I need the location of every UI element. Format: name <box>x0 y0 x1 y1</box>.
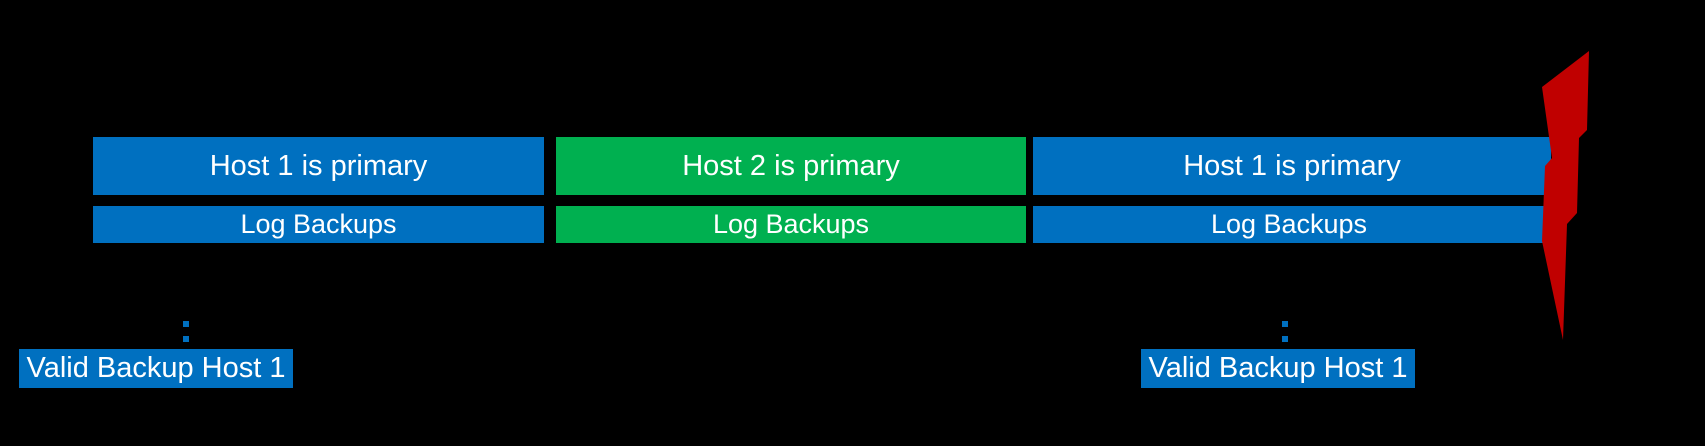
dotted-connector-dot <box>183 321 189 327</box>
dotted-connector-dot <box>183 336 189 342</box>
log-backups-label: Log Backups <box>240 209 397 239</box>
dotted-connector-dot <box>1282 336 1288 342</box>
valid-backup-label-first: Valid Backup Host 1 <box>19 349 293 388</box>
log-backups-segment-first: Log Backups <box>93 206 544 243</box>
lightning-bolt-shape <box>1542 51 1589 340</box>
primary-segment-label: Host 2 is primary <box>682 149 900 182</box>
log-backups-segment-third: Log Backups <box>1033 206 1545 243</box>
valid-backup-label-second: Valid Backup Host 1 <box>1141 349 1415 388</box>
log-backups-segment-second: Log Backups <box>556 206 1026 243</box>
dotted-connector-dot <box>1282 321 1288 327</box>
primary-segment-label: Host 1 is primary <box>1183 149 1401 182</box>
log-backups-label: Log Backups <box>712 209 870 239</box>
primary-segment-host1-first: Host 1 is primary <box>93 137 544 195</box>
primary-segment-host1-second: Host 1 is primary <box>1033 137 1551 195</box>
valid-backup-text: Valid Backup Host 1 <box>1148 352 1408 384</box>
primary-segment-label: Host 1 is primary <box>209 149 428 182</box>
primary-segment-host2: Host 2 is primary <box>556 137 1026 195</box>
valid-backup-text: Valid Backup Host 1 <box>26 352 286 384</box>
log-backups-label: Log Backups <box>1210 209 1368 239</box>
